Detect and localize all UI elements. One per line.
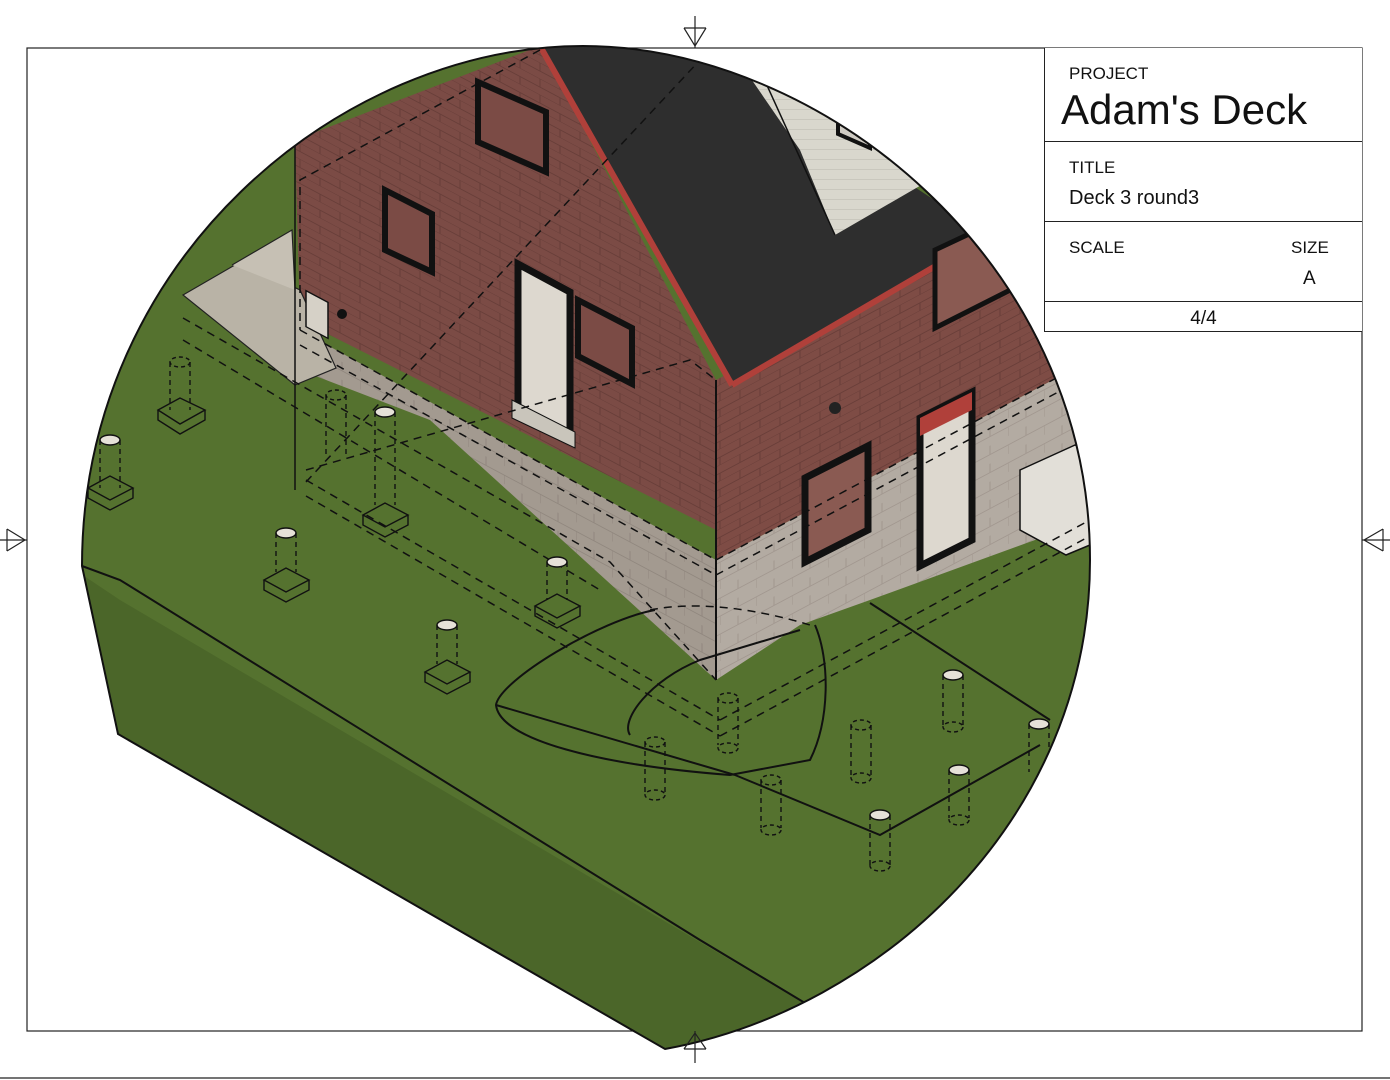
pier-6 — [533, 556, 582, 629]
window-mid-left — [382, 185, 435, 277]
window-right-wall — [801, 440, 872, 568]
pier-3 — [325, 389, 347, 455]
ac-unit — [1019, 444, 1090, 556]
sheet-cell: 4/4 — [1045, 302, 1362, 332]
pier-13 — [869, 809, 891, 872]
center-mark-left — [0, 528, 27, 552]
title-block: PROJECT Adam's Deck TITLE Deck 3 round3 … — [1044, 48, 1362, 332]
size-value: A — [1303, 268, 1316, 289]
deck-outline — [494, 602, 1051, 837]
pier-7 — [423, 619, 472, 695]
title-cell: TITLE Deck 3 round3 — [1045, 142, 1362, 222]
brick-wall-left — [295, 46, 716, 530]
meter-box — [305, 289, 329, 340]
window-upper-left — [475, 77, 549, 177]
pier-4 — [361, 406, 410, 538]
project-label: PROJECT — [1069, 64, 1149, 83]
project-name: Adam's Deck — [1061, 86, 1308, 133]
foundation-right — [716, 360, 1090, 680]
pier-9 — [644, 736, 666, 801]
window-right-of-door — [575, 295, 635, 389]
spigot-icon — [337, 309, 347, 319]
vent-icon — [829, 402, 841, 414]
pier-5 — [262, 527, 311, 603]
scale-label: SCALE — [1069, 238, 1125, 257]
center-mark-top — [683, 16, 707, 48]
pier-8 — [717, 692, 739, 754]
pier-2 — [86, 434, 135, 511]
pier-1 — [156, 356, 207, 435]
framing-dashed — [182, 49, 1090, 737]
sheet-number: 4/4 — [1190, 308, 1217, 329]
roof — [540, 46, 980, 385]
pier-12 — [942, 669, 964, 733]
project-cell: PROJECT Adam's Deck — [1045, 48, 1362, 142]
dormer-siding — [745, 70, 930, 235]
center-mark-right — [1362, 528, 1390, 552]
drawing-title: Deck 3 round3 — [1069, 187, 1200, 209]
pier-11 — [850, 719, 872, 784]
piers — [86, 356, 1050, 872]
title-label: TITLE — [1069, 158, 1116, 177]
scale-cell: SCALE SIZE A — [1045, 222, 1362, 302]
foundation-left — [300, 330, 716, 680]
pier-14 — [948, 764, 970, 826]
size-label: SIZE — [1291, 238, 1329, 257]
pier-10 — [760, 774, 782, 836]
center-mark-bottom — [683, 1031, 707, 1063]
view-boundary — [80, 44, 1092, 1051]
